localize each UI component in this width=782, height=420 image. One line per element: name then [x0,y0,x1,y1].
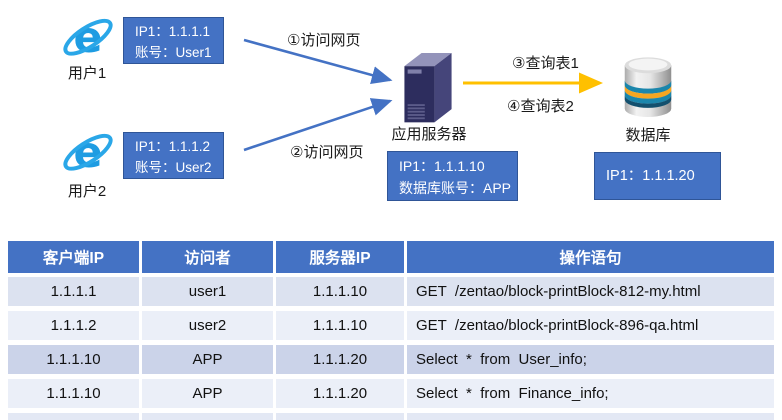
col-header-visitor: 访问者 [142,241,273,273]
cell-server-ip: 1.1.1.20 [276,345,404,374]
database-info-box: IP1：1.1.1.20 [594,152,721,200]
cell-server-ip: 1.1.1.20 [276,379,404,408]
cell-client-ip: 1.1.1.10 [8,345,139,374]
database-ip: IP1：1.1.1.20 [606,167,695,184]
user2-account: 账号：User2 [135,159,212,175]
cell-visitor: user1 [142,277,273,306]
user2-info-box: IP1：1.1.1.2 账号：User2 [123,132,224,179]
user1-info-box: IP1：1.1.1.1 账号：User1 [123,17,224,64]
flow-label-step2: ②访问网页 [290,144,364,161]
server-info-box: IP1：1.1.1.10 数据库账号：APP [387,151,518,201]
access-log-table: 客户端IP 访问者 服务器IP 操作语句 1.1.1.1 user1 1.1.1… [8,241,774,420]
user1-account: 账号：User1 [135,44,212,60]
cell-client-ip: 1.1.1.1 [8,277,139,306]
col-header-server-ip: 服务器IP [276,241,404,273]
user2-label: 用户2 [67,183,107,200]
table-row: 1.1.1.2 user2 1.1.1.10 GET /zentao/block… [8,311,774,340]
cell-visitor: APP [142,379,273,408]
cell-operation: GET /zentao/block-printBlock-896-qa.html [407,311,774,340]
user2-ip: IP1：1.1.1.2 [135,139,211,154]
cell-client-ip: 1.1.1.2 [8,311,139,340]
cell-operation: GET /zentao/block-printBlock-812-my.html [407,277,774,306]
app-server-label: 应用服务器 [391,126,467,143]
database-label: 数据库 [625,127,671,144]
server-db-account: 数据库账号：APP [399,179,512,196]
user1-ip: IP1：1.1.1.1 [135,24,211,39]
table-row: 1.1.1.10 APP 1.1.1.20 Select * from User… [8,345,774,374]
cell-client-ip: 1.1.1.10 [8,379,139,408]
user1-label: 用户1 [67,65,107,82]
app-server-icon [398,48,458,124]
cell-operation: Select * from Finance_info; [407,379,774,408]
ie-browser-icon: e [60,12,116,66]
table-row-clipped [8,413,774,420]
col-header-operation: 操作语句 [407,241,774,273]
server-ip: IP1：1.1.1.10 [399,158,485,174]
flow-label-step3: ③查询表1 [512,55,579,72]
cell-server-ip: 1.1.1.10 [276,277,404,306]
table-row: 1.1.1.1 user1 1.1.1.10 GET /zentao/block… [8,277,774,306]
cell-server-ip: 1.1.1.10 [276,311,404,340]
cell-operation: Select * from User_info; [407,345,774,374]
database-icon [617,52,679,122]
ie-browser-icon: e [60,127,116,181]
flow-label-step4: ④查询表2 [507,98,574,115]
table-header-row: 客户端IP 访问者 服务器IP 操作语句 [8,241,774,273]
col-header-client-ip: 客户端IP [8,241,139,273]
cell-visitor: user2 [142,311,273,340]
flow-label-step1: ①访问网页 [287,32,361,49]
cell-visitor: APP [142,345,273,374]
network-diagram: e 用户1 IP1：1.1.1.1 账号：User1 e 用户2 IP1：1.1… [60,12,721,201]
table-row: 1.1.1.10 APP 1.1.1.20 Select * from Fina… [8,379,774,408]
